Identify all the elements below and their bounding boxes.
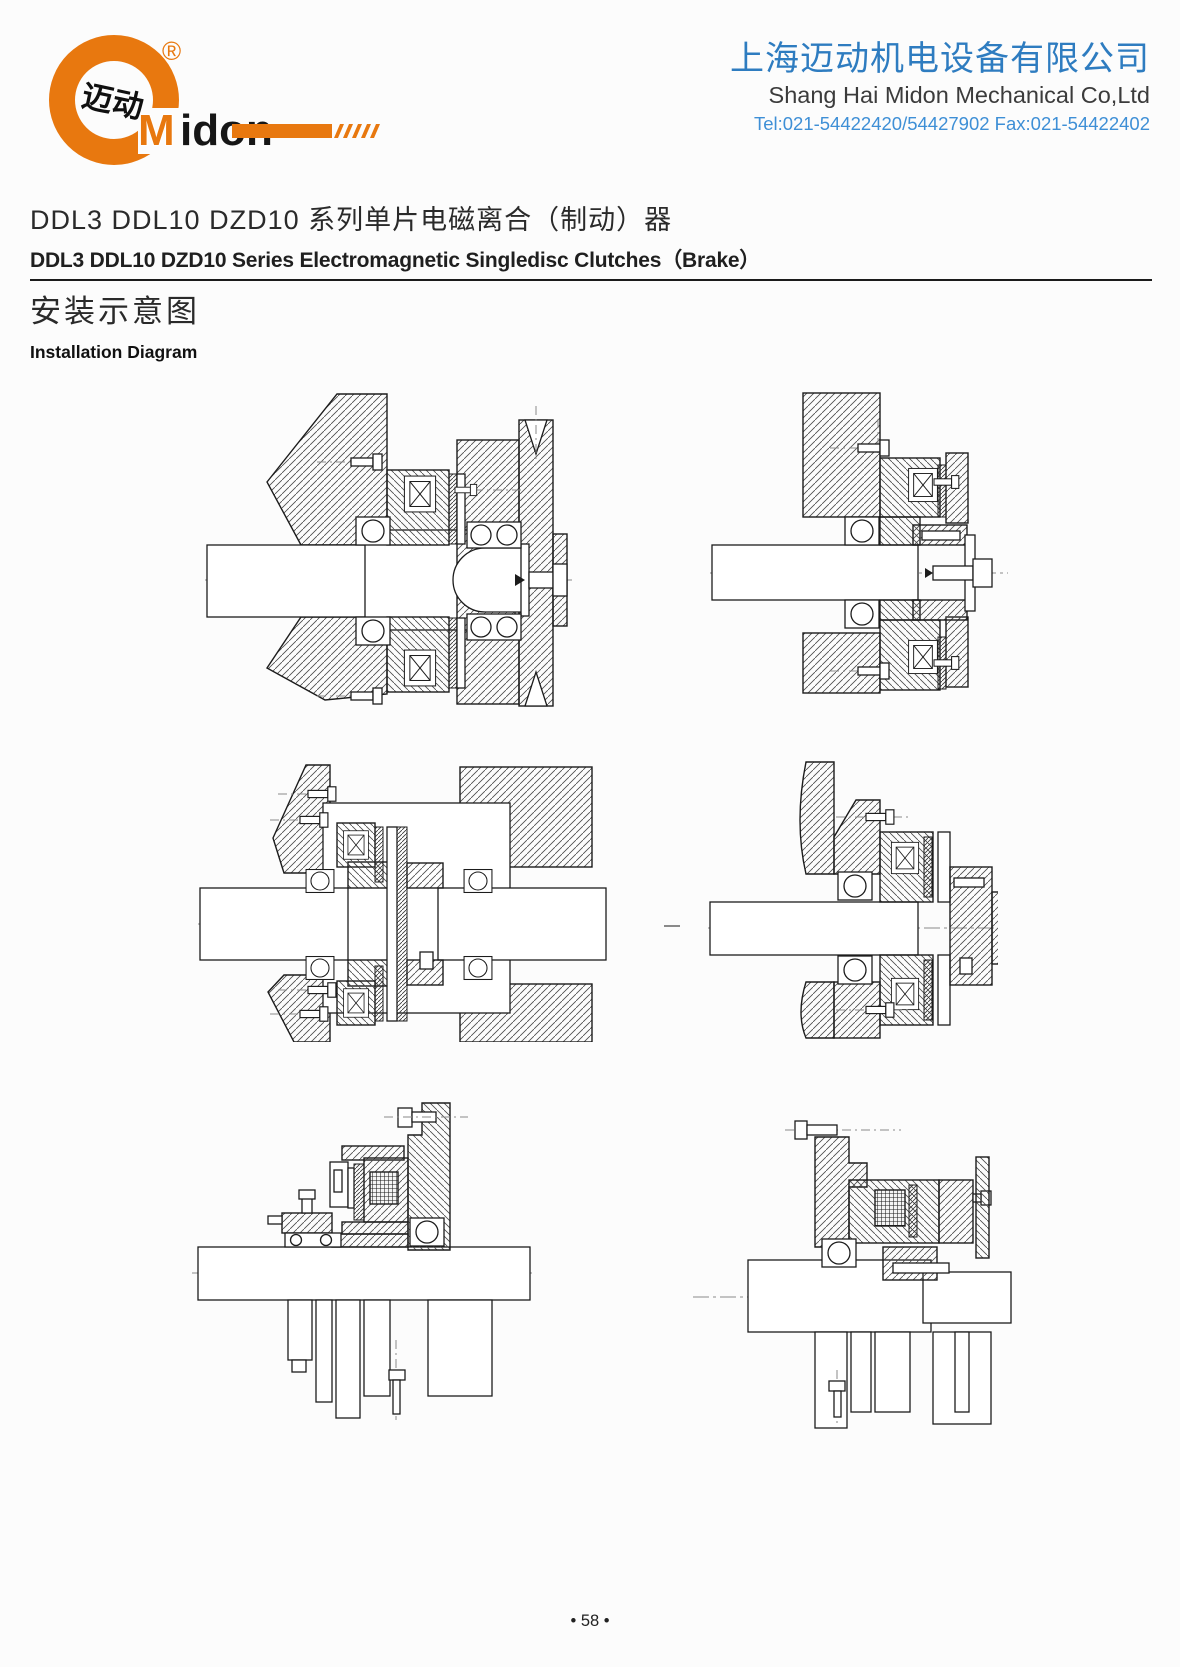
bearing <box>355 516 391 546</box>
machine-wall-bottom <box>800 981 835 1039</box>
midon-logo: 迈动 M idon ® <box>49 35 380 165</box>
mount-flange-top <box>833 799 881 875</box>
coil <box>403 475 437 513</box>
shaft-bore <box>452 547 524 613</box>
section-title-en: Installation Diagram <box>30 342 198 362</box>
keyway <box>953 877 985 888</box>
coil <box>890 977 920 1011</box>
coil-winding <box>874 1189 906 1227</box>
bearing <box>463 955 493 981</box>
brake-body <box>848 1156 992 1281</box>
double-bearing <box>466 521 522 641</box>
centerline-fragment <box>664 925 680 927</box>
bearing <box>837 871 873 901</box>
armature-disc <box>386 826 398 1022</box>
hanging-bolt <box>388 1369 406 1415</box>
friction-disc <box>396 826 408 1022</box>
product-title-cn: DDL3 DDL10 DZD10 系列单片电磁离合（制动）器 <box>30 205 673 235</box>
coil <box>908 639 938 675</box>
product-title-rule: DDL3 DDL10 DZD10 Series Electromagnetic … <box>30 244 1152 281</box>
logo-brand-m: M <box>138 106 175 155</box>
company-name-cn: 上海迈动机电设备有限公司 <box>730 40 1150 78</box>
clutch-body <box>879 831 951 1026</box>
coil <box>343 830 369 860</box>
rotor-spline <box>908 1184 918 1238</box>
output-hub <box>949 866 998 986</box>
clutch-body <box>336 822 444 1026</box>
coil <box>890 841 920 875</box>
output-hub <box>912 524 968 621</box>
armature-plate <box>456 473 466 545</box>
brake-disc-outline <box>814 1331 992 1429</box>
v-groove-bottom <box>524 669 548 707</box>
bearing <box>305 868 335 894</box>
bearing <box>821 1238 857 1268</box>
brake-body <box>329 1145 409 1248</box>
installation-diagram-2 <box>710 392 1008 694</box>
keyway <box>921 530 961 541</box>
shaft-left <box>199 887 349 961</box>
flange-bolt-head <box>794 1120 808 1140</box>
logo-ring <box>49 35 179 165</box>
installation-diagram-5 <box>192 1102 535 1420</box>
bearing <box>837 955 873 985</box>
company-contact: Tel:021-54422420/54427902 Fax:021-544224… <box>753 113 1150 134</box>
rotor-spline <box>937 464 947 518</box>
product-title-en: DDL3 DDL10 DZD10 Series Electromagnetic … <box>30 249 761 272</box>
installation-diagram-6 <box>693 1120 1012 1429</box>
rotor-spline <box>374 826 384 883</box>
hub-screw <box>959 957 973 975</box>
mount-flange <box>384 1102 468 1251</box>
center-bolt <box>515 563 568 597</box>
company-header: 上海迈动机电设备有限公司 Shang Hai Midon Mechanical … <box>730 38 1150 137</box>
registered-mark-icon: ® <box>162 36 181 66</box>
installation-diagram-1 <box>205 393 573 707</box>
adjuster-block <box>267 1189 342 1248</box>
shaft <box>206 544 368 618</box>
brake-disc-outline <box>287 1299 493 1419</box>
center-bolt <box>925 558 993 588</box>
logo-cn-text: 迈动 <box>79 78 147 125</box>
output-hub <box>406 862 444 889</box>
machine-wall-top <box>799 761 835 875</box>
section-title-cn: 安装示意图 <box>30 294 200 329</box>
machine-wall-bottom <box>802 632 881 694</box>
bearing <box>355 616 391 646</box>
armature-plate <box>937 831 951 903</box>
rotor-spline <box>448 473 458 545</box>
logo-bar <box>232 124 380 138</box>
shaft <box>197 1246 531 1301</box>
keyway <box>892 1262 950 1274</box>
coil-winding <box>369 1171 399 1205</box>
coil <box>343 988 369 1018</box>
bearing <box>844 599 880 629</box>
hanging-bolt <box>828 1380 846 1418</box>
shaft-right <box>437 887 607 961</box>
bearing <box>463 868 493 894</box>
rotor-spline <box>923 836 933 898</box>
armature-plate <box>975 1156 990 1259</box>
page-number: • 58 • <box>570 1612 610 1630</box>
shaft <box>709 901 919 956</box>
installation-diagram-3 <box>198 764 607 1042</box>
hub-screw <box>419 951 434 970</box>
company-name-en: Shang Hai Midon Mechanical Co,Ltd <box>768 82 1150 108</box>
bearing <box>844 516 880 546</box>
pin <box>301 1197 313 1214</box>
rotor-spline <box>353 1163 365 1221</box>
bearing <box>409 1217 445 1247</box>
machine-wall-top <box>802 392 881 518</box>
clutch-body <box>386 469 466 693</box>
installation-diagram-4 <box>708 761 998 1039</box>
coil <box>403 649 437 687</box>
bearing <box>305 955 335 981</box>
coil <box>908 467 938 503</box>
shaft <box>711 544 919 601</box>
